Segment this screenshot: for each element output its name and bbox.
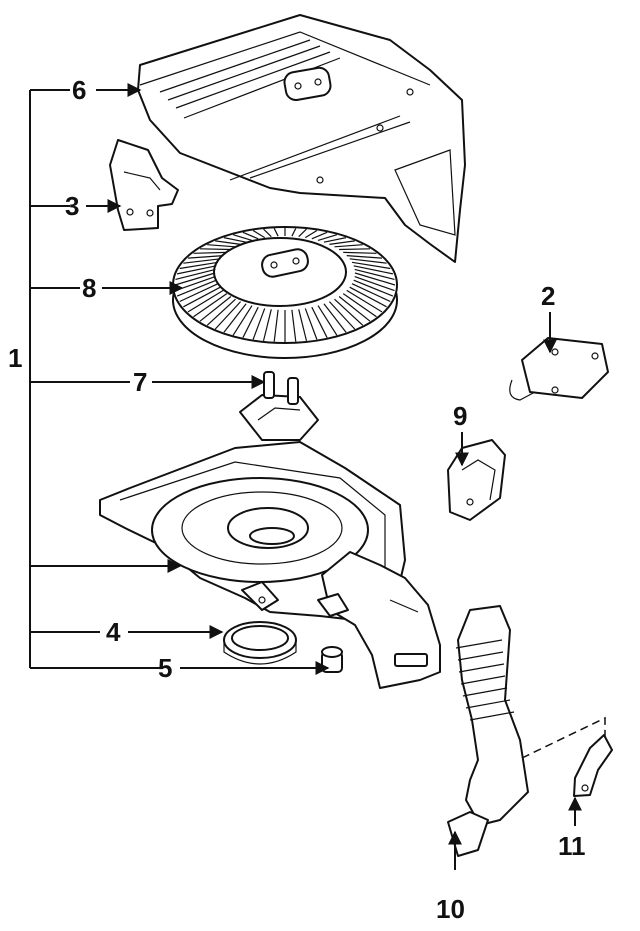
filter-pleat bbox=[199, 296, 232, 322]
filter-pleat bbox=[354, 276, 395, 292]
intake-duct bbox=[447, 605, 529, 857]
filter-pleat bbox=[328, 301, 356, 330]
filter-pleat bbox=[346, 289, 383, 313]
filter-pleat bbox=[304, 308, 318, 340]
filter-pleat bbox=[215, 240, 241, 245]
air-cleaner-housing bbox=[99, 441, 441, 689]
mount bbox=[239, 371, 319, 441]
filter-pleat bbox=[317, 234, 338, 241]
filter-pleat bbox=[179, 283, 219, 303]
filter-pleat bbox=[193, 293, 228, 318]
callout-6: 6 bbox=[72, 75, 86, 105]
callout-5: 5 bbox=[158, 653, 172, 683]
filter-pleat bbox=[317, 305, 338, 336]
filter-pleat bbox=[323, 237, 347, 243]
filter-pleat bbox=[223, 237, 247, 243]
callout-labels: 1 6 3 8 7 4 5 2 9 10 11 bbox=[8, 75, 586, 924]
filter-pleat bbox=[223, 303, 247, 333]
duct-clip bbox=[573, 734, 613, 797]
filter-pleat bbox=[206, 298, 236, 326]
filter-pleat bbox=[187, 255, 224, 259]
filter-pleat bbox=[242, 306, 259, 338]
filter-pleat bbox=[183, 286, 221, 308]
filter-pleat bbox=[262, 309, 272, 342]
filter-pleat bbox=[353, 279, 394, 297]
filter-pleat bbox=[351, 283, 391, 303]
filter-pleat bbox=[329, 240, 355, 245]
filter-pleat bbox=[351, 261, 391, 270]
filter-pleat bbox=[349, 258, 387, 264]
filter-pleat bbox=[334, 244, 363, 248]
callout-1: 1 bbox=[8, 343, 22, 373]
callout-4: 4 bbox=[106, 617, 121, 647]
filter-pleat bbox=[179, 261, 219, 270]
callout-10: 10 bbox=[436, 894, 465, 924]
filter-pleat bbox=[311, 231, 328, 240]
filter-pleat bbox=[183, 258, 221, 264]
leader-arrows bbox=[86, 83, 582, 870]
bracket bbox=[509, 337, 609, 401]
filter-pleat bbox=[252, 308, 266, 340]
callout-3: 3 bbox=[65, 191, 79, 221]
filter-pleat bbox=[291, 228, 297, 237]
filter-pleat bbox=[353, 265, 394, 275]
filter-pleat bbox=[232, 234, 253, 241]
callout-8: 8 bbox=[82, 273, 96, 303]
filter-pleat bbox=[346, 255, 383, 259]
filter-pleat bbox=[199, 248, 231, 251]
callout-7: 7 bbox=[133, 367, 147, 397]
filter-pleat bbox=[232, 305, 253, 336]
filter-pleat bbox=[334, 298, 364, 326]
duct-clip-leader bbox=[521, 716, 606, 759]
filter-pleat bbox=[291, 309, 297, 342]
filter-pleat bbox=[214, 301, 242, 330]
callout-9: 9 bbox=[453, 401, 467, 431]
filter-pleat bbox=[187, 289, 224, 313]
filter-pleat bbox=[176, 279, 217, 297]
filter-pleat bbox=[342, 293, 377, 318]
filter-pleat bbox=[338, 296, 371, 322]
filter-pleat bbox=[354, 268, 395, 280]
clip bbox=[447, 439, 506, 521]
filter-pleats bbox=[174, 228, 396, 342]
filter-pleat bbox=[193, 251, 227, 254]
seal-ring bbox=[223, 621, 297, 665]
filter-pleat bbox=[273, 228, 279, 237]
filter-pleat bbox=[349, 286, 387, 308]
air-cleaner-cover bbox=[137, 14, 466, 263]
filter-pleat bbox=[298, 228, 307, 238]
filter-pleat bbox=[207, 244, 236, 248]
callout-1-bracket bbox=[29, 89, 182, 669]
filter-pleat bbox=[354, 272, 396, 286]
filter-pleat bbox=[263, 228, 272, 238]
filter-pleat bbox=[298, 309, 308, 342]
callout-2: 2 bbox=[541, 281, 555, 311]
callout-11: 11 bbox=[558, 831, 586, 861]
filter-pleat bbox=[175, 268, 216, 280]
filter-pleat bbox=[343, 251, 377, 254]
filter-pleat bbox=[304, 229, 318, 239]
filter-element bbox=[172, 226, 398, 359]
cover-bracket bbox=[109, 139, 179, 231]
filter-pleat bbox=[176, 265, 217, 275]
filter-pleat bbox=[323, 303, 347, 333]
filter-pleat bbox=[273, 309, 279, 342]
filter-pleat bbox=[242, 231, 259, 240]
filter-pleat bbox=[339, 248, 371, 251]
filter-pleat bbox=[252, 229, 266, 239]
filter-pleat bbox=[311, 306, 328, 338]
